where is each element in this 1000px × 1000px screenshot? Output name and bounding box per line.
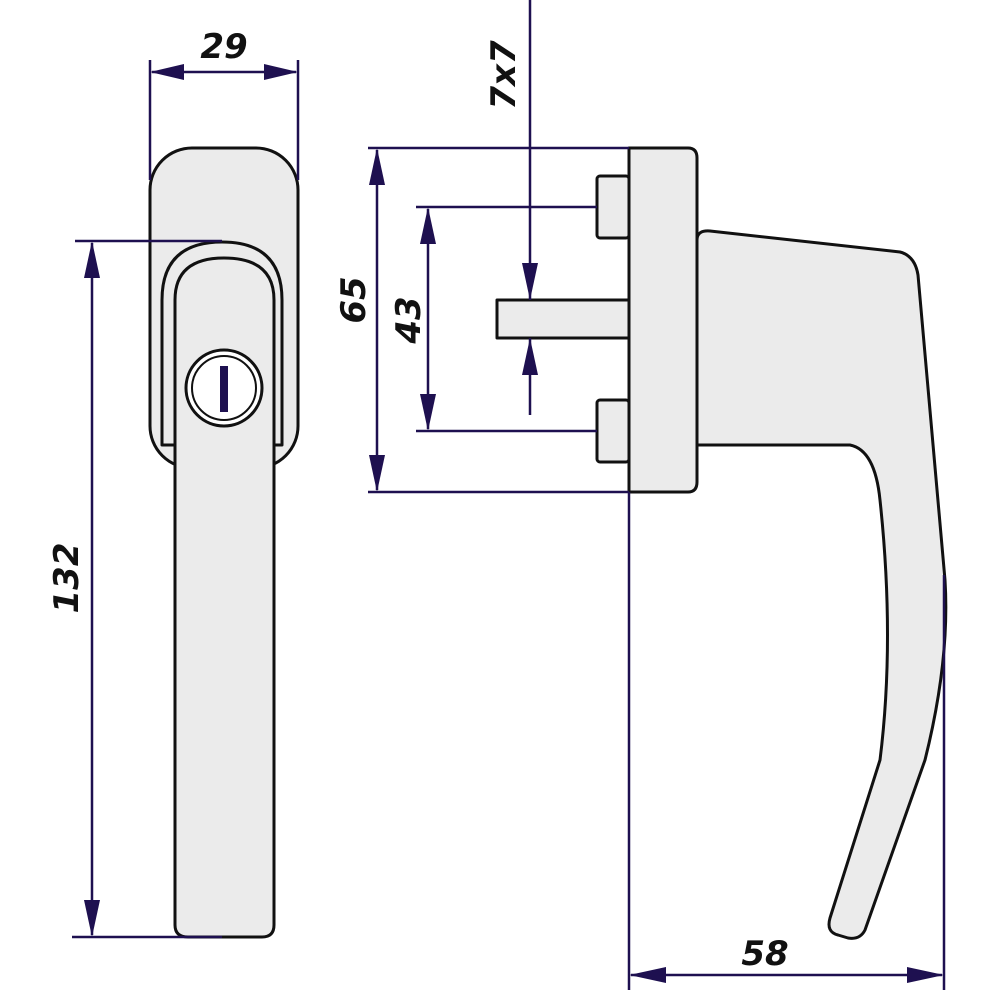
screw-boss-top xyxy=(595,174,631,240)
front-view xyxy=(148,146,300,939)
handle-lever-side xyxy=(695,229,948,940)
dimension-132: 132 xyxy=(47,239,222,939)
dimension-label-7x7: 7x7 xyxy=(484,40,524,110)
dimension-43: 43 xyxy=(389,205,597,433)
dimension-65: 65 xyxy=(334,146,629,494)
spindle xyxy=(495,298,631,340)
dimension-29: 29 xyxy=(148,27,300,180)
dimension-label-58: 58 xyxy=(741,934,788,974)
dimension-58: 58 xyxy=(627,492,946,990)
key-slot-icon xyxy=(220,366,228,412)
dimension-label-43: 43 xyxy=(389,296,429,344)
dimension-7x7: 7x7 xyxy=(484,0,538,415)
side-view xyxy=(495,146,948,940)
dimension-label-29: 29 xyxy=(200,27,247,67)
screw-boss-bottom xyxy=(595,398,631,464)
dimension-label-132: 132 xyxy=(47,543,87,614)
base-plate-side xyxy=(627,146,699,494)
dimension-label-65: 65 xyxy=(334,276,374,323)
